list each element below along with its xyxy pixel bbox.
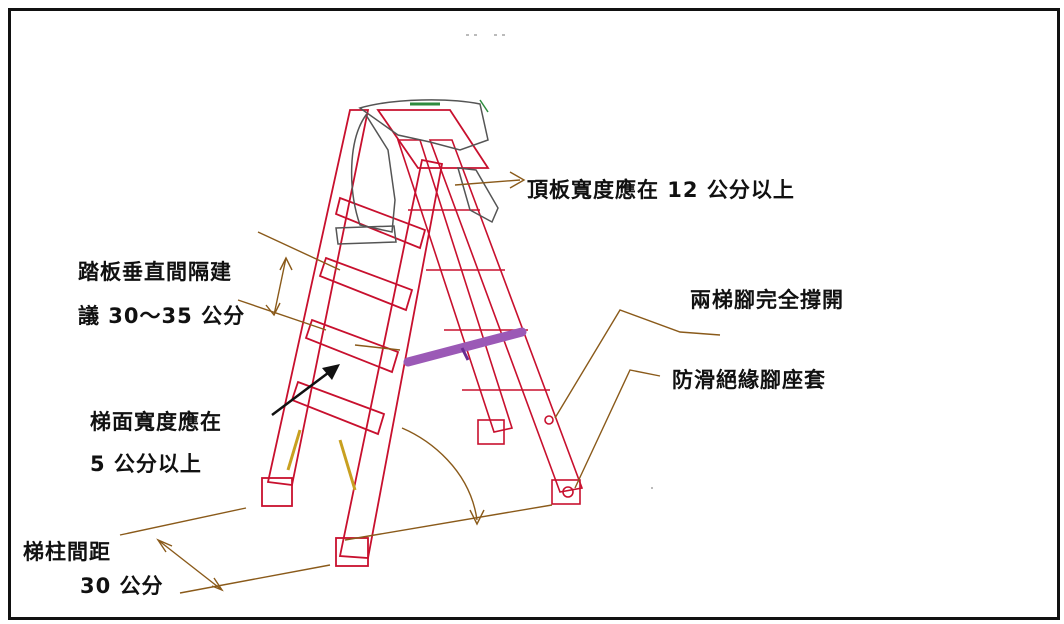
front-ladder xyxy=(261,109,490,567)
top-board xyxy=(376,109,490,169)
rear-foot-cap-right xyxy=(551,479,581,505)
front-foot-cap-right xyxy=(335,537,369,567)
faint-marks xyxy=(466,34,653,489)
front-step-1 xyxy=(334,196,427,250)
leader-lines xyxy=(119,171,721,594)
anti-slip-foot-circle xyxy=(562,486,574,498)
top-board-width-label: 頂板寬度應在 12 公分以上 xyxy=(527,178,795,202)
rear-right-rail xyxy=(428,139,584,493)
spreader-bar xyxy=(403,327,527,367)
legs-open-label: 兩梯腳完全撐開 xyxy=(690,288,844,312)
step-spacing-label-line2: 議 30～35 公分 xyxy=(78,304,246,328)
front-step-4 xyxy=(290,380,386,436)
rear-foot-cap-left xyxy=(477,419,505,445)
step-spacing-label-line1: 踏板垂直間隔建 xyxy=(78,260,232,284)
post-spacing-label-line1: 梯柱間距 xyxy=(23,540,111,564)
worker-figure xyxy=(335,99,499,245)
leg-braces xyxy=(286,429,357,491)
tread-width-label-line2: 5 公分以上 xyxy=(90,452,202,476)
front-step-2 xyxy=(318,256,414,312)
front-step-3 xyxy=(304,318,400,374)
anti-slip-foot-label: 防滑絕緣腳座套 xyxy=(672,368,826,392)
diagram-frame xyxy=(8,8,1060,620)
post-spacing-label-line2: 30 公分 xyxy=(80,574,164,598)
tread-width-label-line1: 梯面寬度應在 xyxy=(90,410,222,434)
rear-left-rail xyxy=(396,139,514,433)
front-foot-cap-left xyxy=(261,477,293,507)
tread-arrow xyxy=(271,364,340,416)
front-left-rail xyxy=(266,109,370,486)
rear-ladder xyxy=(396,139,584,505)
